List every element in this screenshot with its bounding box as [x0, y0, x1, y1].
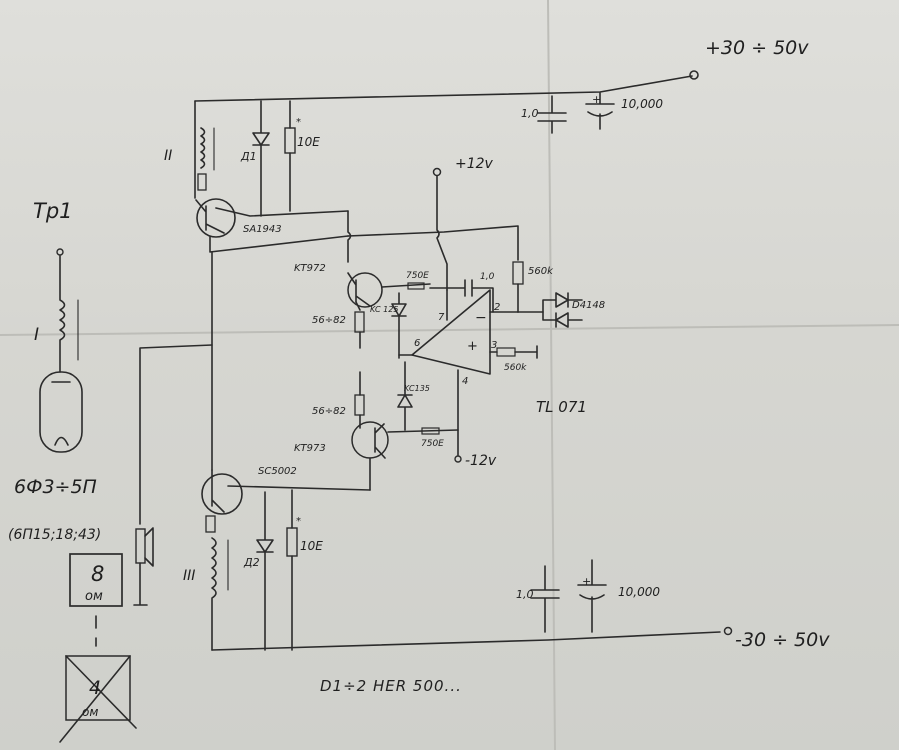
svg-text:+: +: [592, 93, 601, 106]
resistor-input: [496, 347, 516, 357]
resistor-top-emitter: [284, 127, 296, 154]
signal-diodes: D4148: [517, 292, 605, 328]
vacuum-tube: 6Ф3÷5П (6П15;18;43): [8, 371, 101, 543]
resistor-bias-label: 560k: [528, 266, 554, 277]
load-8-unit: ом: [85, 589, 103, 604]
paper-fold: [0, 324, 899, 336]
minus12-supply: -12v: [454, 453, 497, 469]
negative-supply-label: -30 ÷ 50v: [735, 629, 830, 651]
transformer-terminal: [56, 248, 64, 256]
cap-top-large-label: 10,000: [621, 97, 663, 111]
winding-iii-label: III: [183, 568, 195, 584]
resistor-bottom-emitter: [286, 527, 298, 557]
svg-text:*: *: [296, 516, 301, 527]
bottom-output-stage: SC5002 III Д2 * 10E: [183, 466, 371, 651]
cap-bottom-small-label: 1,0: [516, 588, 534, 601]
load-4-unit: ом: [82, 705, 98, 719]
diode-d1-label: Д1: [240, 150, 257, 163]
transistor-sc5002-label: SC5002: [258, 466, 297, 477]
cap-top-small-label: 1,0: [521, 107, 539, 120]
load-4-ohm-box: [65, 655, 131, 721]
negative-terminal: [723, 626, 733, 636]
opamp-pin3: 3: [491, 340, 497, 351]
plus12-supply: +12v: [432, 156, 494, 291]
diode-d2-label: Д2: [243, 556, 260, 569]
cap-bottom-large-label: 10,000: [618, 585, 660, 599]
opamp-tl071: − + 7 6 2 3 4 TL 071: [398, 289, 587, 456]
feedback-cap-label: 1,0: [480, 272, 495, 282]
zener-top-label: KC 125: [370, 305, 398, 314]
transformer-tp1: Tp1 I: [33, 199, 79, 373]
load-4-value: 4: [89, 677, 101, 699]
speaker-feed: [139, 344, 213, 525]
transistor-kt973: [351, 421, 389, 459]
transistor-kt973-label: KT973: [294, 443, 326, 454]
fuse-bottom: [205, 515, 216, 533]
bias-resistor: 560k: [512, 261, 554, 313]
negative-rail: -30 ÷ 50v: [211, 626, 830, 651]
resistor-bottom-emitter-label: 10E: [300, 539, 323, 553]
input-resistor: 560k: [489, 345, 538, 373]
paper-fold: [547, 0, 556, 750]
resistor-top-emitter-label: 10E: [297, 135, 320, 149]
top-output-stage: II Д1 * 10E SA1943: [164, 100, 349, 253]
load-8-ohm: 8 ом: [69, 553, 123, 647]
transistor-sc5002: [201, 473, 243, 515]
resistor-base-bottom: [354, 394, 365, 416]
transistor-sa1943-label: SA1943: [243, 224, 282, 235]
resistor-input-label: 560k: [504, 363, 527, 373]
load-4-ohm-crossed: 4 ом: [59, 655, 137, 743]
resistor-fb-top-label: 750E: [406, 271, 429, 281]
zener-bottom-label: KC135: [404, 384, 430, 393]
svg-text:+: +: [467, 339, 478, 354]
resistor-fb-bottom-label: 750E: [421, 439, 444, 449]
svg-text:+: +: [582, 575, 591, 588]
tube-type-label: 6Ф3÷5П: [14, 476, 97, 498]
plus12-terminal: [432, 167, 442, 177]
transistor-kt972: [347, 272, 383, 308]
minus12-label: -12v: [465, 453, 497, 469]
bottom-filter-caps: 1,0 + 10,000: [516, 559, 660, 633]
svg-text:−: −: [475, 310, 487, 326]
opamp-pin6: 6: [414, 338, 420, 349]
opamp-label: TL 071: [536, 398, 587, 416]
load-8-value: 8: [91, 562, 104, 586]
winding-i-label: I: [34, 325, 39, 345]
load-8-ohm-box: [69, 553, 123, 607]
transistor-sa1943: [196, 198, 236, 238]
opamp-triangle: [411, 289, 491, 375]
tube-envelope: [39, 371, 83, 453]
resistor-fb-bottom: [421, 427, 440, 435]
resistor-base-top-label: 56÷82: [312, 315, 346, 326]
positive-terminal: [689, 70, 699, 80]
positive-supply-label: +30 ÷ 50v: [705, 37, 809, 59]
opamp-pin2: 2: [494, 302, 500, 313]
top-filter-caps: 1,0 + 10,000: [521, 92, 663, 134]
feedback-cap: 1,0: [429, 272, 495, 313]
plus12-label: +12v: [455, 156, 494, 172]
fuse-top: [197, 173, 207, 191]
tube-alt-label: (6П15;18;43): [8, 527, 101, 543]
positive-rail: +30 ÷ 50v: [194, 37, 809, 102]
winding-ii-label: II: [164, 148, 172, 164]
svg-text:*: *: [296, 117, 301, 128]
resistor-base-top: [354, 311, 365, 333]
resistor-fb-top: [407, 282, 425, 290]
transformer-label: Tp1: [33, 199, 73, 223]
driver-stage: KT972 56÷82 KC 125 750E 56÷82 KT973 KC13…: [294, 210, 519, 491]
minus12-terminal: [454, 455, 462, 463]
opamp-pin4: 4: [462, 376, 468, 387]
resistor-base-bottom-label: 56÷82: [312, 406, 346, 417]
speaker: [133, 527, 154, 606]
speaker-coil: [135, 528, 146, 564]
resistor-bias: [512, 261, 524, 285]
diode-note: D1÷2 HER 500...: [320, 677, 462, 695]
opamp-pin7: 7: [438, 312, 445, 323]
diode-signal-label: D4148: [572, 300, 605, 311]
transistor-kt972-label: KT972: [294, 263, 326, 274]
